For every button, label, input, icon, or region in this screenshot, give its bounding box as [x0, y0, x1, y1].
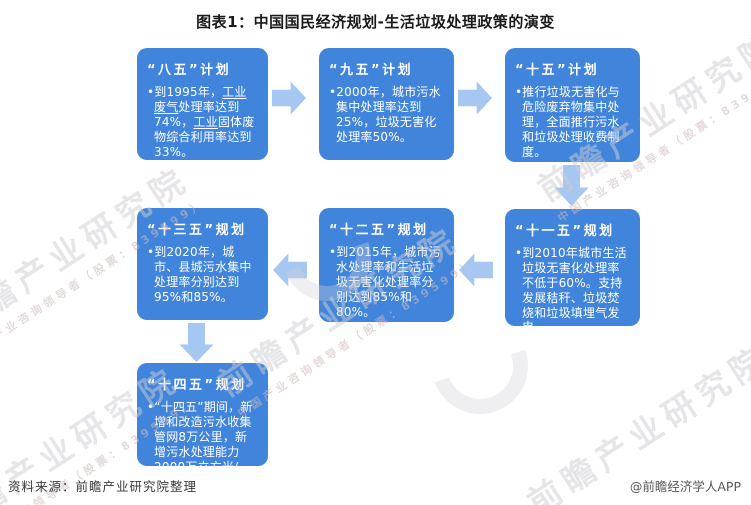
- body-segment: 推行垃圾无害化与危险废弃物集中处理，全面推行污水和垃圾处理收费制度。: [522, 85, 620, 159]
- plan-box-14-5: “十四五”规划 •“十四五”期间，新增和改造污水收集管网8万公里，新增污水处理能…: [137, 363, 268, 488]
- block-arrow-down-icon: [179, 323, 214, 362]
- bullet: •: [147, 85, 155, 99]
- bullet: •: [329, 85, 337, 99]
- plan-box-title: “十二五”规划: [329, 223, 429, 238]
- body-segment: 到2020年，城市、县城污水集中处理率分别达到95%和85%。: [154, 245, 252, 304]
- plan-box-12-5: “十二五”规划 •到2015年，城市污水处理率和生活垃圾无害化处理率分别达到85…: [319, 208, 454, 322]
- plan-box-13-5: “十三五”规划 •到2020年，城市、县城污水集中处理率分别达到95%和85%。: [137, 208, 268, 320]
- bullet: •: [329, 245, 337, 259]
- block-arrow-left-icon: [459, 253, 493, 287]
- plan-box-body: •2000年，城市污水集中处理率达到25%，垃圾无害化处理率50%。: [329, 85, 444, 145]
- plan-box-11-5: “十一五”规划 •到2010年城市生活垃圾无害化处理率不低于60%。支持发展秸秆…: [505, 209, 640, 334]
- plan-box-title: “十三五”规划: [147, 223, 247, 238]
- plan-box-title: “十一五”规划: [515, 224, 615, 239]
- plan-box-body: •推行垃圾无害化与危险废弃物集中处理，全面推行污水和垃圾处理收费制度。: [515, 85, 630, 159]
- plan-box-10-5: “十五”计划 •推行垃圾无害化与危险废弃物集中处理，全面推行污水和垃圾处理收费制…: [505, 48, 640, 162]
- body-segment: 固体废物综合利用率达到33%。: [154, 114, 255, 159]
- body-segment-underlined: 工业废气: [154, 85, 247, 114]
- data-source-note: 资料来源：前瞻产业研究院整理: [8, 479, 198, 494]
- block-arrow-right-icon: [272, 81, 306, 115]
- plan-box-body: •到2010年城市生活垃圾无害化处理率不低于60%。支持发展秸秆、垃圾焚烧和垃圾…: [515, 246, 630, 335]
- plan-box-title: “八五”计划: [147, 63, 232, 78]
- plan-box-body: •到2015年，城市污水处理率和生活垃圾无害化处理率分别达到85%和80%。: [329, 245, 444, 319]
- body-segment: 2000年，城市污水集中处理率达到25%，垃圾无害化处理率50%。: [336, 85, 441, 144]
- chart-title: 图表1：中国国民经济规划-生活垃圾处理政策的演变: [196, 13, 555, 31]
- body-segment: 到1995年，: [154, 85, 223, 99]
- bullet: •: [515, 246, 523, 260]
- bullet: •: [147, 400, 155, 414]
- body-segment: 到2015年，城市污水处理率和生活垃圾无害化处理率分别达到85%和80%。: [336, 245, 441, 319]
- plan-box-95: “九五”计划 •2000年，城市污水集中处理率达到25%，垃圾无害化处理率50%…: [319, 48, 454, 160]
- plan-box-title: “九五”计划: [329, 63, 414, 78]
- app-credit: @前瞻经济学人APP: [629, 479, 741, 494]
- plan-box-body: •到1995年，工业废气处理率达到74%，工业固体废物综合利用率达到33%。: [147, 85, 258, 159]
- body-segment: 处理率达到74%，: [154, 99, 240, 129]
- body-segment: “十四五”期间，新增和改造污水收集管网8万公里，新增污水处理能力2000万立方米…: [154, 400, 253, 489]
- block-arrow-left-icon: [273, 253, 307, 287]
- plan-box-body: •到2020年，城市、县城污水集中处理率分别达到95%和85%。: [147, 245, 258, 305]
- body-segment: 到2010年城市生活垃圾无害化处理率不低于60%。支持发展秸秆、垃圾焚烧和垃圾填…: [522, 246, 627, 335]
- bullet: •: [515, 85, 523, 99]
- plan-box-85: “八五”计划 •到1995年，工业废气处理率达到74%，工业固体废物综合利用率达…: [137, 48, 268, 160]
- plan-box-title: “十四五”规划: [147, 378, 247, 393]
- block-arrow-right-icon: [458, 81, 492, 115]
- block-arrow-down-icon: [554, 165, 589, 206]
- plan-box-body: •“十四五”期间，新增和改造污水收集管网8万公里，新增污水处理能力2000万立方…: [147, 400, 258, 489]
- body-segment-underlined: 工业: [193, 114, 218, 129]
- bullet: •: [147, 245, 155, 259]
- plan-box-title: “十五”计划: [515, 63, 600, 78]
